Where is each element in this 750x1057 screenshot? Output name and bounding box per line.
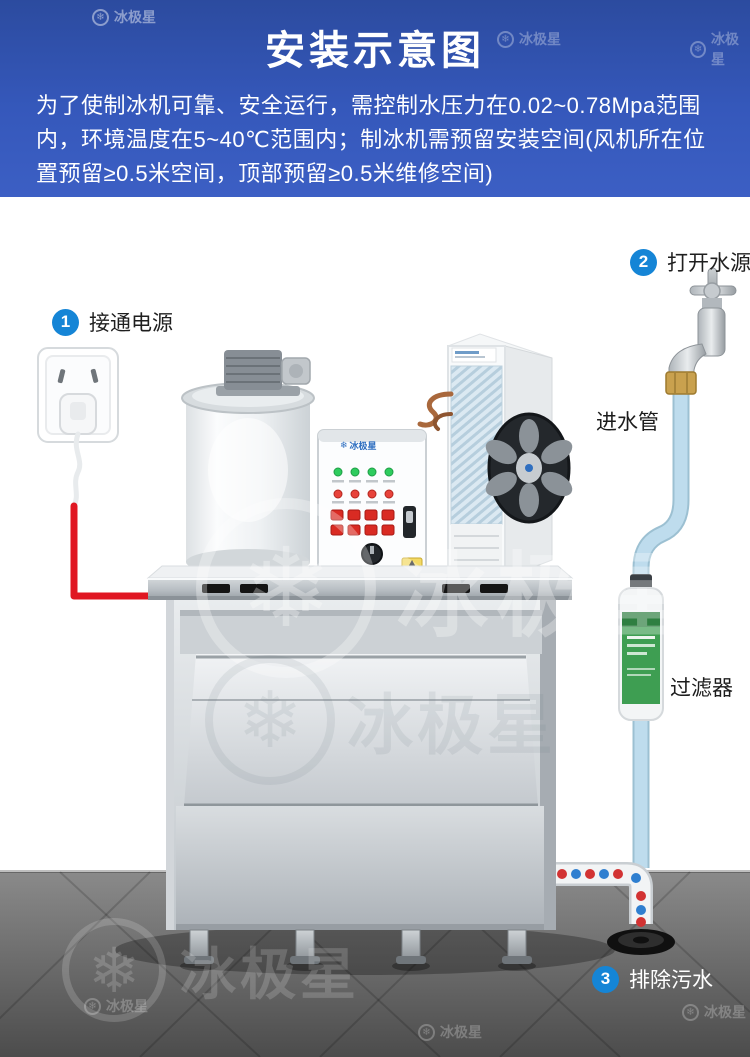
- step-open-water: 2 打开水源: [630, 247, 750, 277]
- ice-machine: [146, 333, 574, 971]
- machine-feet: [180, 929, 536, 971]
- inlet-pipe: [632, 388, 690, 868]
- snowflake-icon: ❄: [340, 440, 348, 450]
- cabinet: [166, 600, 556, 930]
- auger-motor: [216, 350, 311, 396]
- hero-banner: 安装示意图 为了使制冰机可靠、安全运行，需控制水压力在0.02~0.78Mpa范…: [0, 0, 750, 197]
- ice-hopper: [181, 382, 315, 575]
- machine-shadow: [115, 925, 615, 975]
- power-cord: [71, 431, 83, 509]
- water-filter: [618, 574, 664, 721]
- step-label: 接通电源: [89, 312, 173, 335]
- step-label: 排除污水: [629, 969, 713, 992]
- step-number-badge: 1: [52, 308, 79, 336]
- counter-clamps: [202, 584, 508, 593]
- floor-drain: [607, 929, 675, 955]
- control-panel-brand: ❄ 冰极星: [340, 440, 377, 451]
- copper-pipes: [417, 391, 454, 431]
- step-number-badge: 3: [592, 965, 619, 993]
- step-label: 打开水源: [667, 252, 750, 275]
- installation-notes: 为了使制冰机可靠、安全运行，需控制水压力在0.02~0.78Mpa范围内，环境温…: [36, 93, 706, 186]
- faucet: [665, 267, 737, 395]
- power-plug: [59, 393, 97, 435]
- drain-hose: [544, 862, 653, 927]
- control-panel: [317, 429, 427, 573]
- counter: [146, 565, 574, 600]
- step-number-badge: 2: [630, 248, 657, 276]
- power-cable: [70, 502, 162, 600]
- step-drain-wastewater: 3 排除污水: [592, 964, 713, 994]
- label-inlet-pipe: 进水管: [596, 411, 659, 434]
- page-title: 安装示意图: [265, 29, 485, 73]
- condenser-fan: [485, 412, 573, 524]
- label-water-filter: 过滤器: [670, 677, 733, 700]
- step-connect-power: 1 接通电源: [52, 307, 173, 337]
